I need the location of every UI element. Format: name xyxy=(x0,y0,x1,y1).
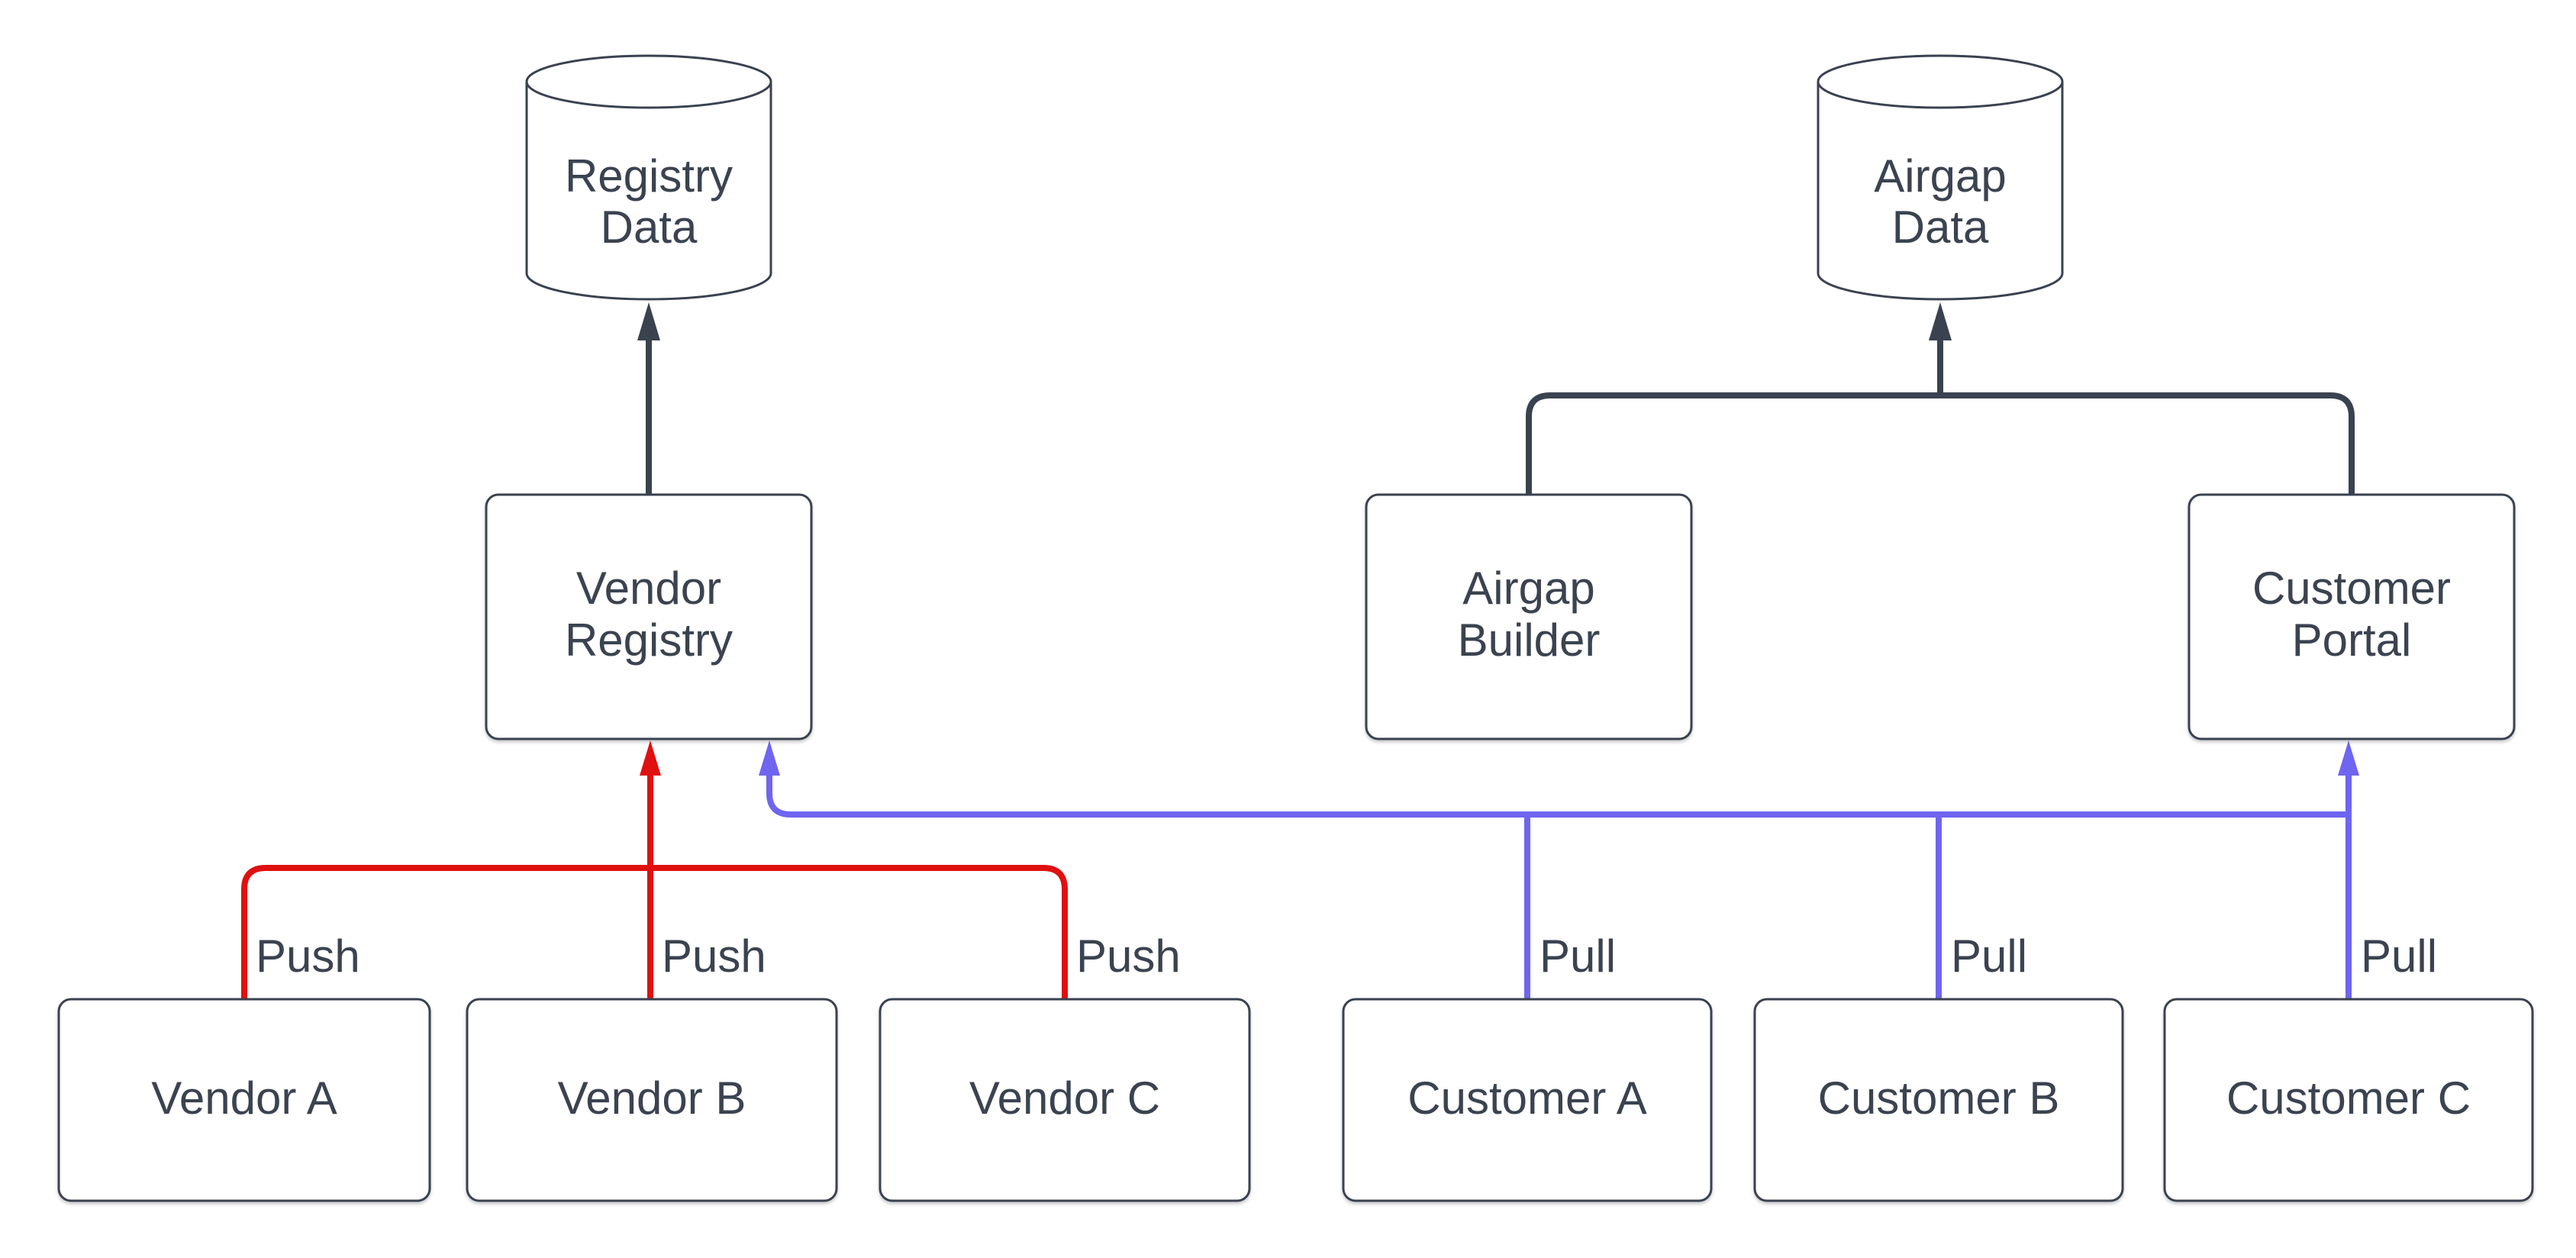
node-label-line: Vendor A xyxy=(151,1073,337,1124)
push-label: Push xyxy=(256,931,360,982)
arrowhead-up-icon xyxy=(637,302,660,340)
pull-main-line xyxy=(766,774,2349,818)
edge-pull-tree xyxy=(759,740,2359,999)
node-label-line: Airgap xyxy=(1874,150,2006,202)
registry-data-database-cylinder: Registry Data xyxy=(525,54,772,301)
node-label-line: Vendor C xyxy=(969,1073,1160,1124)
pull-label: Pull xyxy=(1539,931,1616,982)
pull-label: Pull xyxy=(2361,931,2437,982)
cylinder-top xyxy=(1817,54,2064,109)
node-label-line: Portal xyxy=(2292,614,2412,666)
node-label-line: Vendor B xyxy=(558,1073,746,1124)
cylinder-body xyxy=(525,82,772,301)
node-label-line: Customer A xyxy=(1407,1073,1646,1124)
node-box xyxy=(2188,493,2516,740)
vendor-a-node: Vendor A xyxy=(57,998,431,1202)
customer-c-node: Customer C xyxy=(2163,998,2534,1202)
node-label-line: Vendor xyxy=(576,563,721,614)
airgap-data-database-cylinder: Airgap Data xyxy=(1817,54,2064,301)
customer-b-node: Customer B xyxy=(1753,998,2124,1202)
node-label-line: Customer C xyxy=(2226,1073,2471,1124)
node-label-line: Registry xyxy=(565,614,733,666)
push-branch-lines xyxy=(241,865,1068,999)
node-box xyxy=(1753,998,2124,1202)
node-label-line: Data xyxy=(601,202,698,253)
edge-push-tree xyxy=(241,740,1068,999)
node-box xyxy=(466,998,838,1202)
vendor-b-node: Vendor B xyxy=(466,998,838,1202)
edge-builder-portal-to-airgap-data xyxy=(1526,302,2355,498)
node-label-line: Customer xyxy=(2252,563,2451,614)
vendor-c-node: Vendor C xyxy=(879,998,1251,1202)
push-label: Push xyxy=(1076,931,1181,982)
node-label-line: Data xyxy=(1892,202,1989,253)
vendor-registry-node: Vendor Registry xyxy=(485,493,813,740)
node-label-line: Builder xyxy=(1458,614,1601,666)
arrowhead-up-icon xyxy=(759,740,780,776)
edge-bracket xyxy=(1526,392,2355,498)
customer-a-node: Customer A xyxy=(1342,998,1713,1202)
pull-label: Pull xyxy=(1951,931,2027,982)
edge-vendor-registry-to-registry-data xyxy=(637,302,660,495)
arrowhead-up-icon xyxy=(2338,740,2359,776)
push-label: Push xyxy=(662,931,766,982)
arrowhead-up-icon xyxy=(1929,302,1952,340)
node-box xyxy=(879,998,1251,1202)
customer-portal-node: Customer Portal xyxy=(2188,493,2516,740)
node-box xyxy=(1365,493,1693,740)
node-box xyxy=(2163,998,2534,1202)
node-label-line: Registry xyxy=(565,150,733,202)
airgap-builder-node: Airgap Builder xyxy=(1365,493,1693,740)
node-box xyxy=(485,493,813,740)
arrowhead-up-icon xyxy=(640,740,661,776)
cylinder-body xyxy=(1817,82,2064,301)
node-label-line: Customer B xyxy=(1818,1073,2060,1124)
node-box xyxy=(57,998,431,1202)
cylinder-top xyxy=(525,54,772,109)
node-box xyxy=(1342,998,1713,1202)
node-label-line: Airgap xyxy=(1462,563,1594,614)
